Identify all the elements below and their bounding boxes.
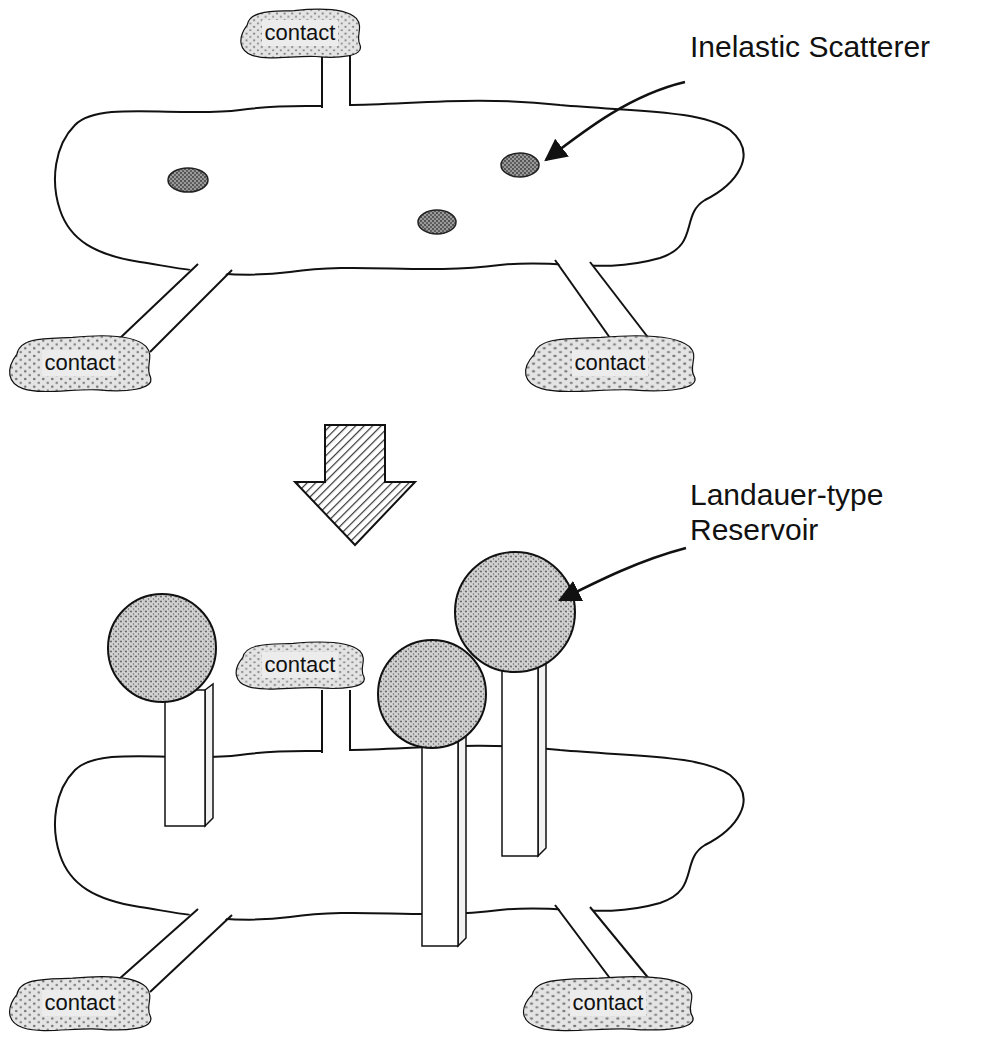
contact-pad: contact [232, 638, 368, 692]
contact-label: contact [42, 350, 119, 375]
device-bottom [55, 548, 744, 992]
contact-pad: contact [520, 331, 700, 395]
contact-label: contact [42, 990, 119, 1015]
callout-label: Landauer-type Reservoir [690, 478, 980, 547]
contact-label: contact [262, 652, 339, 677]
contact-pad: contact [237, 5, 364, 61]
landauer-reservoir [108, 594, 216, 702]
leader-arrow [546, 82, 685, 160]
reservoir-lead [422, 729, 466, 946]
device-top [55, 55, 744, 352]
leader-arrow [560, 548, 686, 600]
callout-label: Inelastic Scatterer [690, 30, 980, 65]
contact-pad: contact [5, 972, 155, 1034]
inelastic-scatterer [168, 168, 208, 192]
contact-label: contact [572, 350, 649, 375]
inelastic-scatterer [418, 210, 456, 234]
reservoir-lead [165, 684, 213, 826]
landauer-reservoir [378, 640, 486, 748]
transform-arrow [295, 425, 415, 545]
inelastic-scatterer [501, 153, 539, 177]
contact-label: contact [262, 20, 339, 45]
contact-pad: contact [518, 972, 698, 1034]
contact-label: contact [570, 990, 647, 1015]
reservoir-lead [502, 654, 546, 856]
landauer-reservoir [455, 552, 575, 672]
contact-pad: contact [5, 331, 155, 395]
